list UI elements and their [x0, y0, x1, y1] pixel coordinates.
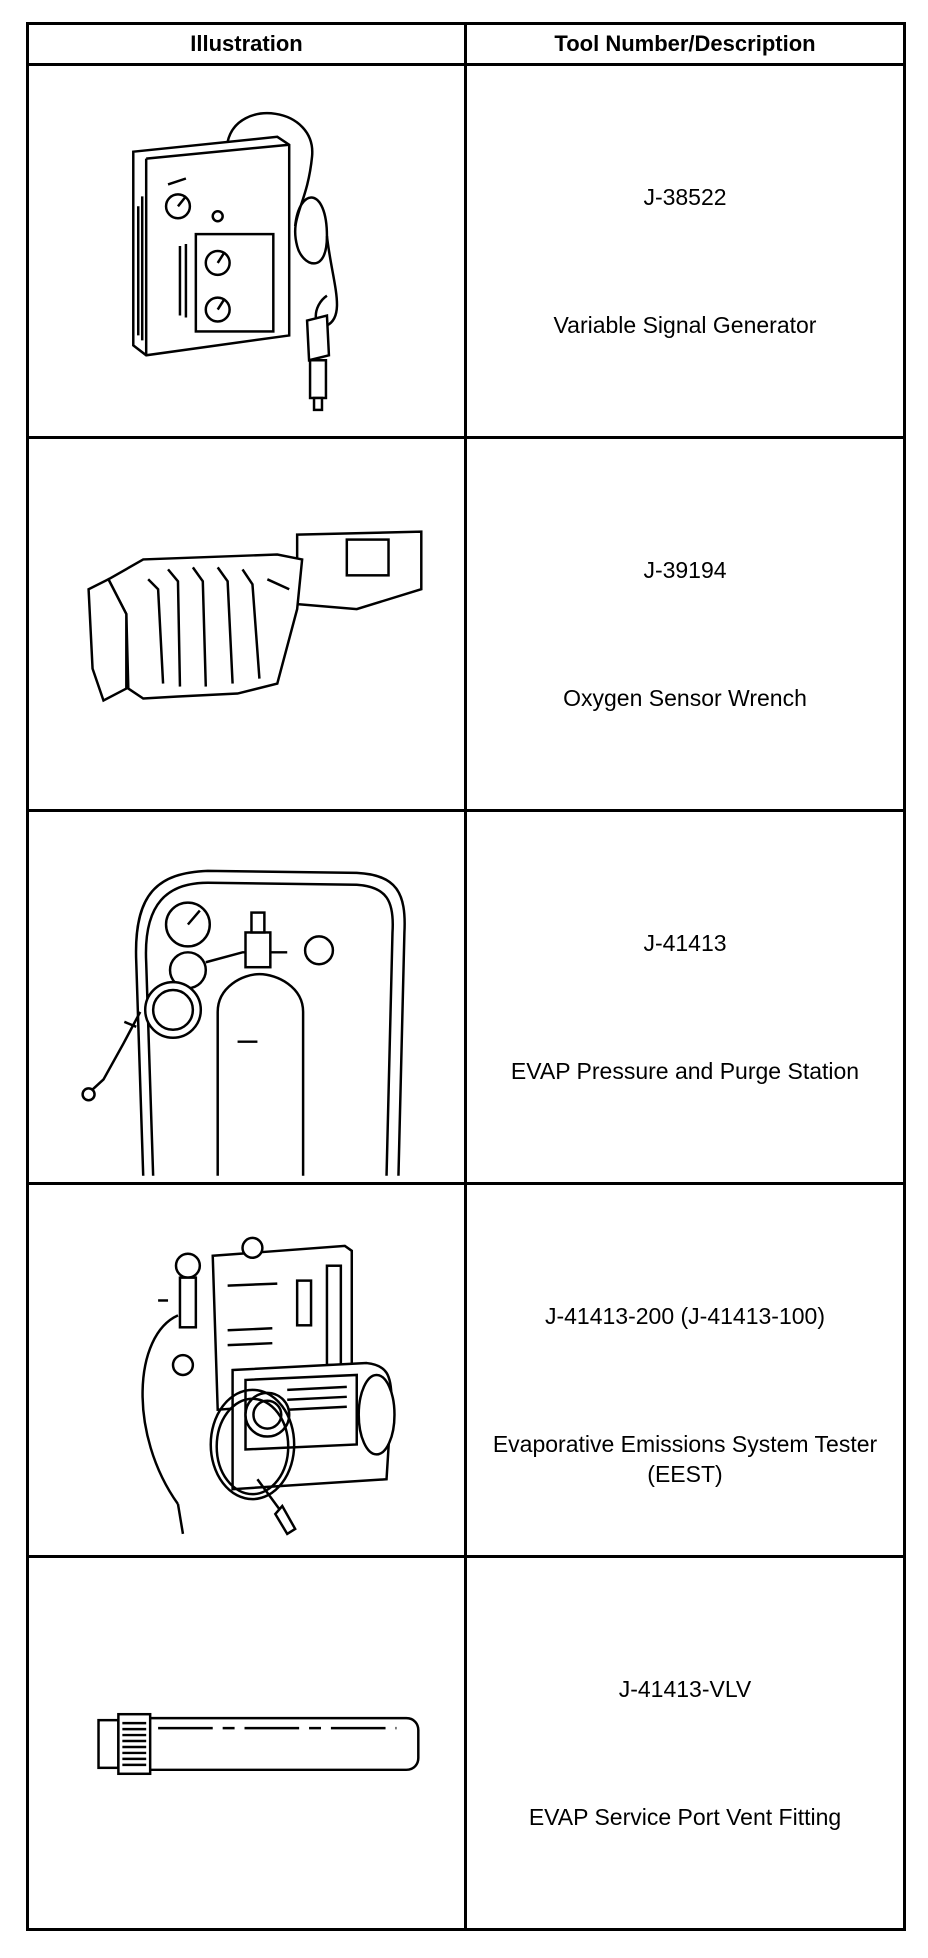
tool-description: EVAP Service Port Vent Fitting — [528, 1804, 842, 1830]
illustration-cell — [26, 436, 467, 812]
table-row: J-38522 Variable Signal Generator — [26, 63, 906, 439]
tool-description: Variable Signal Generator — [553, 312, 817, 338]
description-cell: J-41413 EVAP Pressure and Purge Station — [464, 809, 906, 1185]
table-row: J-41413-VLV EVAP Service Port Vent Fitti… — [26, 1555, 906, 1931]
table-row: J-39194 Oxygen Sensor Wrench — [26, 436, 906, 812]
vent-fitting-icon — [97, 1712, 420, 1776]
description-cell: J-41413-200 (J-41413-100) Evaporative Em… — [464, 1182, 906, 1558]
table-row: J-41413-200 (J-41413-100) Evaporative Em… — [26, 1182, 906, 1558]
description-header: Tool Number/Description — [464, 22, 906, 66]
purge-station-icon — [81, 869, 406, 1176]
illustration-cell — [26, 1182, 467, 1558]
tool-number: J-41413 — [643, 930, 727, 956]
header-row: Illustration Tool Number/Description — [26, 22, 906, 66]
description-cell: J-39194 Oxygen Sensor Wrench — [464, 436, 906, 812]
illustration-header: Illustration — [26, 22, 467, 66]
tool-description: Oxygen Sensor Wrench — [563, 685, 807, 711]
tool-description: EVAP Pressure and Purge Station — [510, 1058, 860, 1084]
description-cell: J-41413-VLV EVAP Service Port Vent Fitti… — [464, 1555, 906, 1931]
illustration-cell — [26, 1555, 467, 1931]
illustration-cell — [26, 63, 467, 439]
emissions-tester-icon — [141, 1236, 396, 1536]
tool-number: J-41413-VLV — [618, 1676, 752, 1702]
table-row: J-41413 EVAP Pressure and Purge Station — [26, 809, 906, 1185]
signal-generator-icon — [132, 111, 339, 412]
tool-number: J-38522 — [643, 184, 727, 210]
tools-table: Illustration Tool Number/Description — [26, 22, 906, 1931]
tool-number: J-41413-200 (J-41413-100) — [544, 1303, 825, 1329]
tool-description: Evaporative Emissions System Tester (EES… — [492, 1431, 878, 1487]
tool-number: J-39194 — [643, 557, 727, 583]
description-cell: J-38522 Variable Signal Generator — [464, 63, 906, 439]
sensor-wrench-icon — [87, 530, 423, 703]
illustration-cell — [26, 809, 467, 1185]
